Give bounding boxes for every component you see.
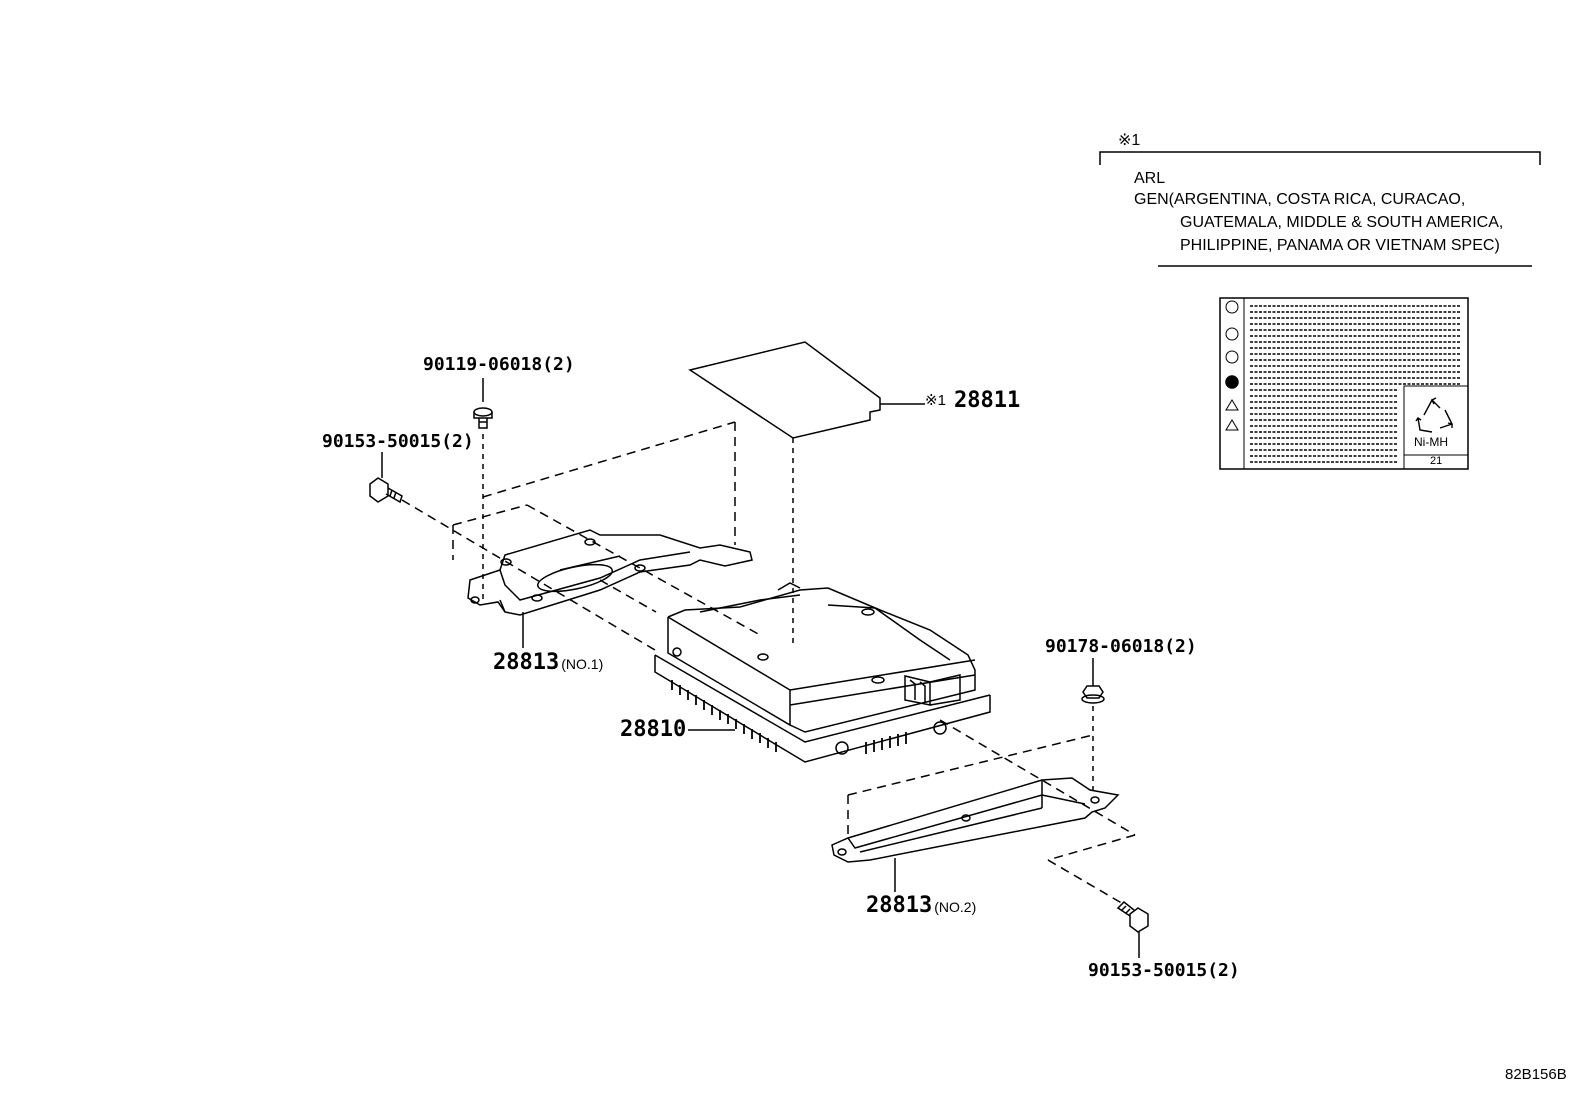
- figure-id: 82B156B: [1505, 1066, 1567, 1083]
- callout-plate-marker: ※1: [925, 392, 946, 409]
- caution-label-plate: [1219, 297, 1469, 470]
- ecu-28810-drawing: [654, 582, 991, 763]
- callout-screw-left: 90153-50015(2): [322, 431, 474, 452]
- screw-left-centerline: [401, 499, 656, 651]
- callout-ecu-28810: 28810: [620, 717, 687, 742]
- screw-bottom-icon: [1116, 900, 1149, 933]
- note-bracket: [1099, 151, 1541, 165]
- bracket2-assembly-lines: [847, 719, 1136, 906]
- plate-28811-outline: [688, 341, 881, 439]
- bracket-no2-number: 28813: [866, 893, 933, 918]
- callout-bracket-no1: 28813(NO.1): [493, 650, 603, 675]
- bracket1-assembly-lines: [452, 421, 761, 636]
- recycle-icon: [1415, 397, 1453, 433]
- label-footer-number: 21: [1430, 455, 1443, 467]
- callout-screw-bottom: 90153-50015(2): [1088, 960, 1240, 981]
- recycle-label: Ni-MH: [1414, 435, 1448, 449]
- screw-left-icon: [369, 477, 403, 504]
- note-line-arl: ARL: [1134, 170, 1166, 187]
- note-line-gen: GEN(ARGENTINA, COSTA RICA, CURACAO,: [1134, 191, 1466, 208]
- bracket-no1-drawing: [467, 529, 753, 616]
- bracket-no1-number: 28813: [493, 650, 560, 675]
- bracket-no2-drawing: [831, 777, 1120, 863]
- callout-bolt-top: 90119-06018(2): [423, 354, 575, 375]
- note-marker: ※1: [1118, 132, 1141, 149]
- note-line-guatemala: GUATEMALA, MIDDLE & SOUTH AMERICA,: [1180, 214, 1504, 231]
- recycle-box: [1403, 385, 1469, 470]
- callout-nut-right: 90178-06018(2): [1045, 636, 1197, 657]
- note-line-philippine: PHILIPPINE, PANAMA OR VIETNAM SPEC): [1180, 237, 1500, 254]
- bolt-top-icon: [473, 407, 493, 429]
- callout-bracket-no2: 28813(NO.2): [866, 893, 976, 918]
- callout-plate-28811: 28811: [954, 388, 1021, 413]
- bracket-no2-suffix: (NO.2): [934, 899, 977, 915]
- nut-right-icon: [1081, 685, 1105, 704]
- bracket-no1-suffix: (NO.1): [561, 656, 604, 672]
